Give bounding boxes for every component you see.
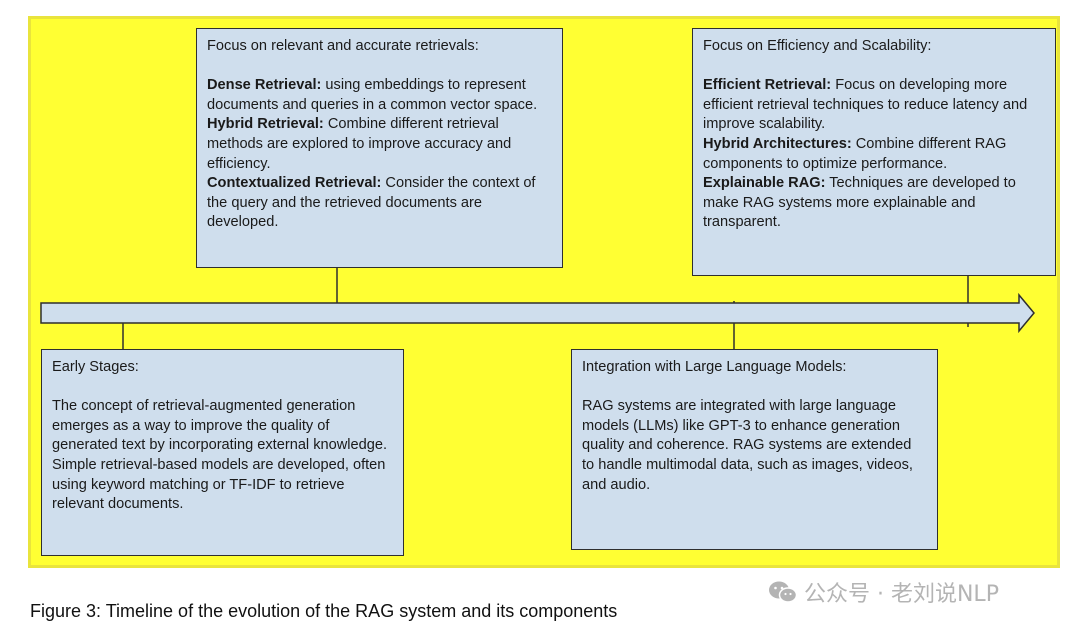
box-early-stages: Early Stages: The concept of retrieval-a…: [41, 349, 404, 556]
box-body: The concept of retrieval-augmented gener…: [52, 398, 388, 513]
box-llm-integration: Integration with Large Language Models: …: [571, 349, 938, 550]
box-item-efficient-retrieval: Efficient Retrieval: Focus on developing…: [703, 77, 1028, 133]
watermark-text: 公众号 · 老刘说NLP: [804, 582, 999, 607]
timeline-diagram: Focus on relevant and accurate retrieval…: [28, 16, 1060, 568]
box-item-dense-retrieval: Dense Retrieval: using embeddings to rep…: [207, 77, 538, 113]
box-heading: Focus on relevant and accurate retrieval…: [207, 38, 479, 54]
timeline-arrow: [40, 292, 1035, 334]
figure-caption: Figure 3: Timeline of the evolution of t…: [30, 601, 618, 621]
box-heading: Early Stages:: [52, 359, 139, 375]
box-heading: Focus on Efficiency and Scalability:: [703, 38, 932, 54]
box-item-hybrid-retrieval: Hybrid Retrieval: Combine different retr…: [207, 116, 512, 172]
timeline-svg: [40, 267, 1035, 350]
box-efficiency-scalability: Focus on Efficiency and Scalability: Eff…: [692, 28, 1056, 276]
watermark: 公众号 · 老刘说NLP: [768, 576, 999, 608]
box-relevant-retrievals: Focus on relevant and accurate retrieval…: [196, 28, 563, 268]
wechat-icon: [768, 580, 798, 604]
box-item-hybrid-architectures: Hybrid Architectures: Combine different …: [703, 135, 1007, 172]
box-heading: Integration with Large Language Models:: [582, 359, 847, 375]
box-body: RAG systems are integrated with large la…: [582, 398, 913, 493]
box-item-explainable-rag: Explainable RAG: Techniques are develope…: [703, 175, 1016, 231]
box-item-contextualized-retrieval: Contextualized Retrieval: Consider the c…: [207, 175, 536, 231]
